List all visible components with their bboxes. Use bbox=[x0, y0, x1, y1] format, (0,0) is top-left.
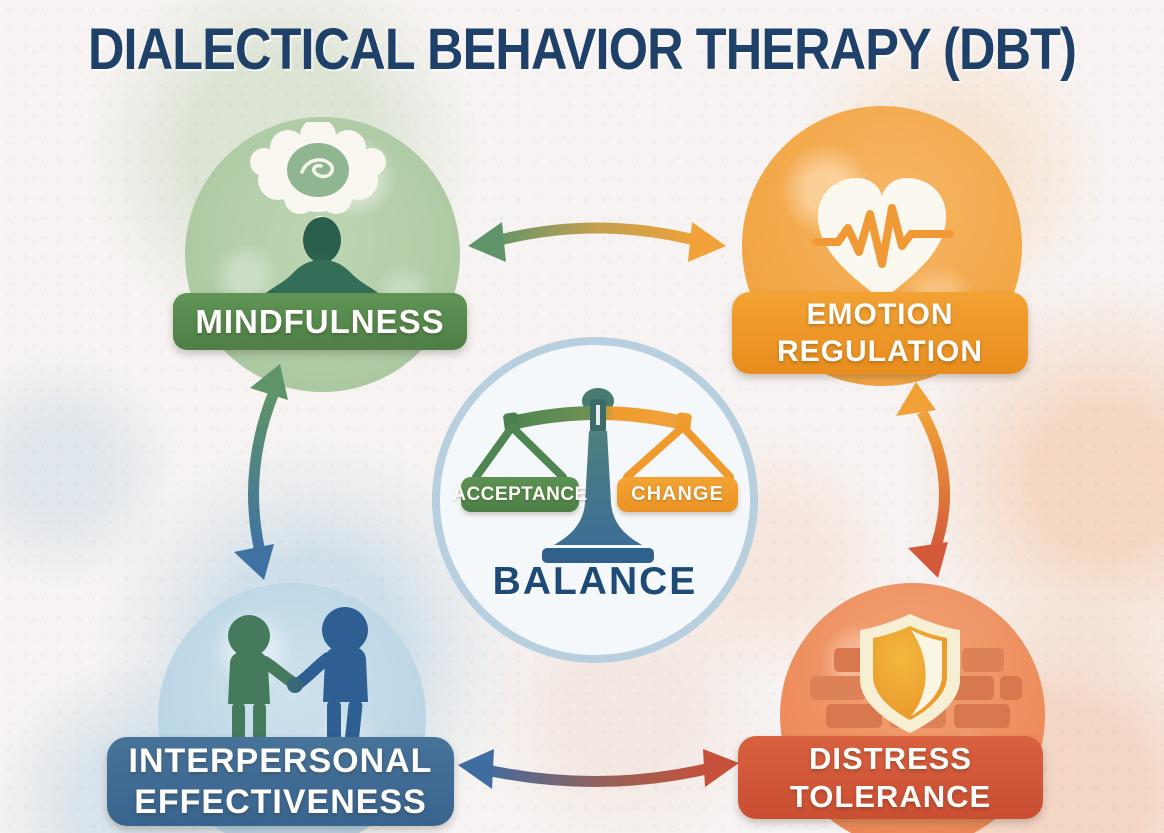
ekg-line bbox=[812, 204, 954, 268]
mindfulness-interpersonal-arrow bbox=[234, 364, 288, 580]
emotion-regulation-banner: EMOTION REGULATION bbox=[732, 292, 1028, 374]
acceptance-pan-label: ACCEPTANCE bbox=[452, 477, 587, 512]
interpersonal-effectiveness-banner: INTERPERSONAL EFFECTIVENESS bbox=[107, 737, 454, 826]
meditating-person-with-thought-cloud-icon bbox=[250, 122, 386, 296]
mindfulness-emotion-arrow bbox=[468, 222, 726, 262]
scale-pillar bbox=[554, 431, 642, 545]
change-pan-label: CHANGE bbox=[617, 477, 738, 512]
page-title: DIALECTICAL BEHAVIOR THERAPY (DBT) bbox=[87, 17, 1077, 82]
handshake-hands bbox=[287, 677, 303, 693]
left-hanger bbox=[472, 423, 567, 481]
shield bbox=[860, 614, 960, 733]
blue-person bbox=[290, 607, 368, 748]
emotion-distress-arrow bbox=[896, 382, 951, 578]
person-silhouette bbox=[262, 217, 382, 296]
scale-base bbox=[542, 548, 654, 563]
green-person bbox=[228, 615, 301, 748]
brain-doodle bbox=[300, 158, 335, 179]
balance-caption: BALANCE bbox=[492, 560, 698, 603]
handshake-people-icon bbox=[228, 607, 368, 748]
heart-heartbeat-icon bbox=[812, 178, 954, 300]
shield-brick-wall-icon bbox=[810, 614, 1022, 733]
balance-scale-icon bbox=[472, 388, 734, 563]
interpersonal-distress-arrow bbox=[458, 749, 739, 789]
distress-tolerance-banner: DISTRESS TOLERANCE bbox=[738, 736, 1043, 819]
heart-shape bbox=[818, 178, 946, 300]
mindfulness-banner: MINDFULNESS bbox=[173, 293, 467, 350]
right-hanger bbox=[623, 423, 734, 481]
